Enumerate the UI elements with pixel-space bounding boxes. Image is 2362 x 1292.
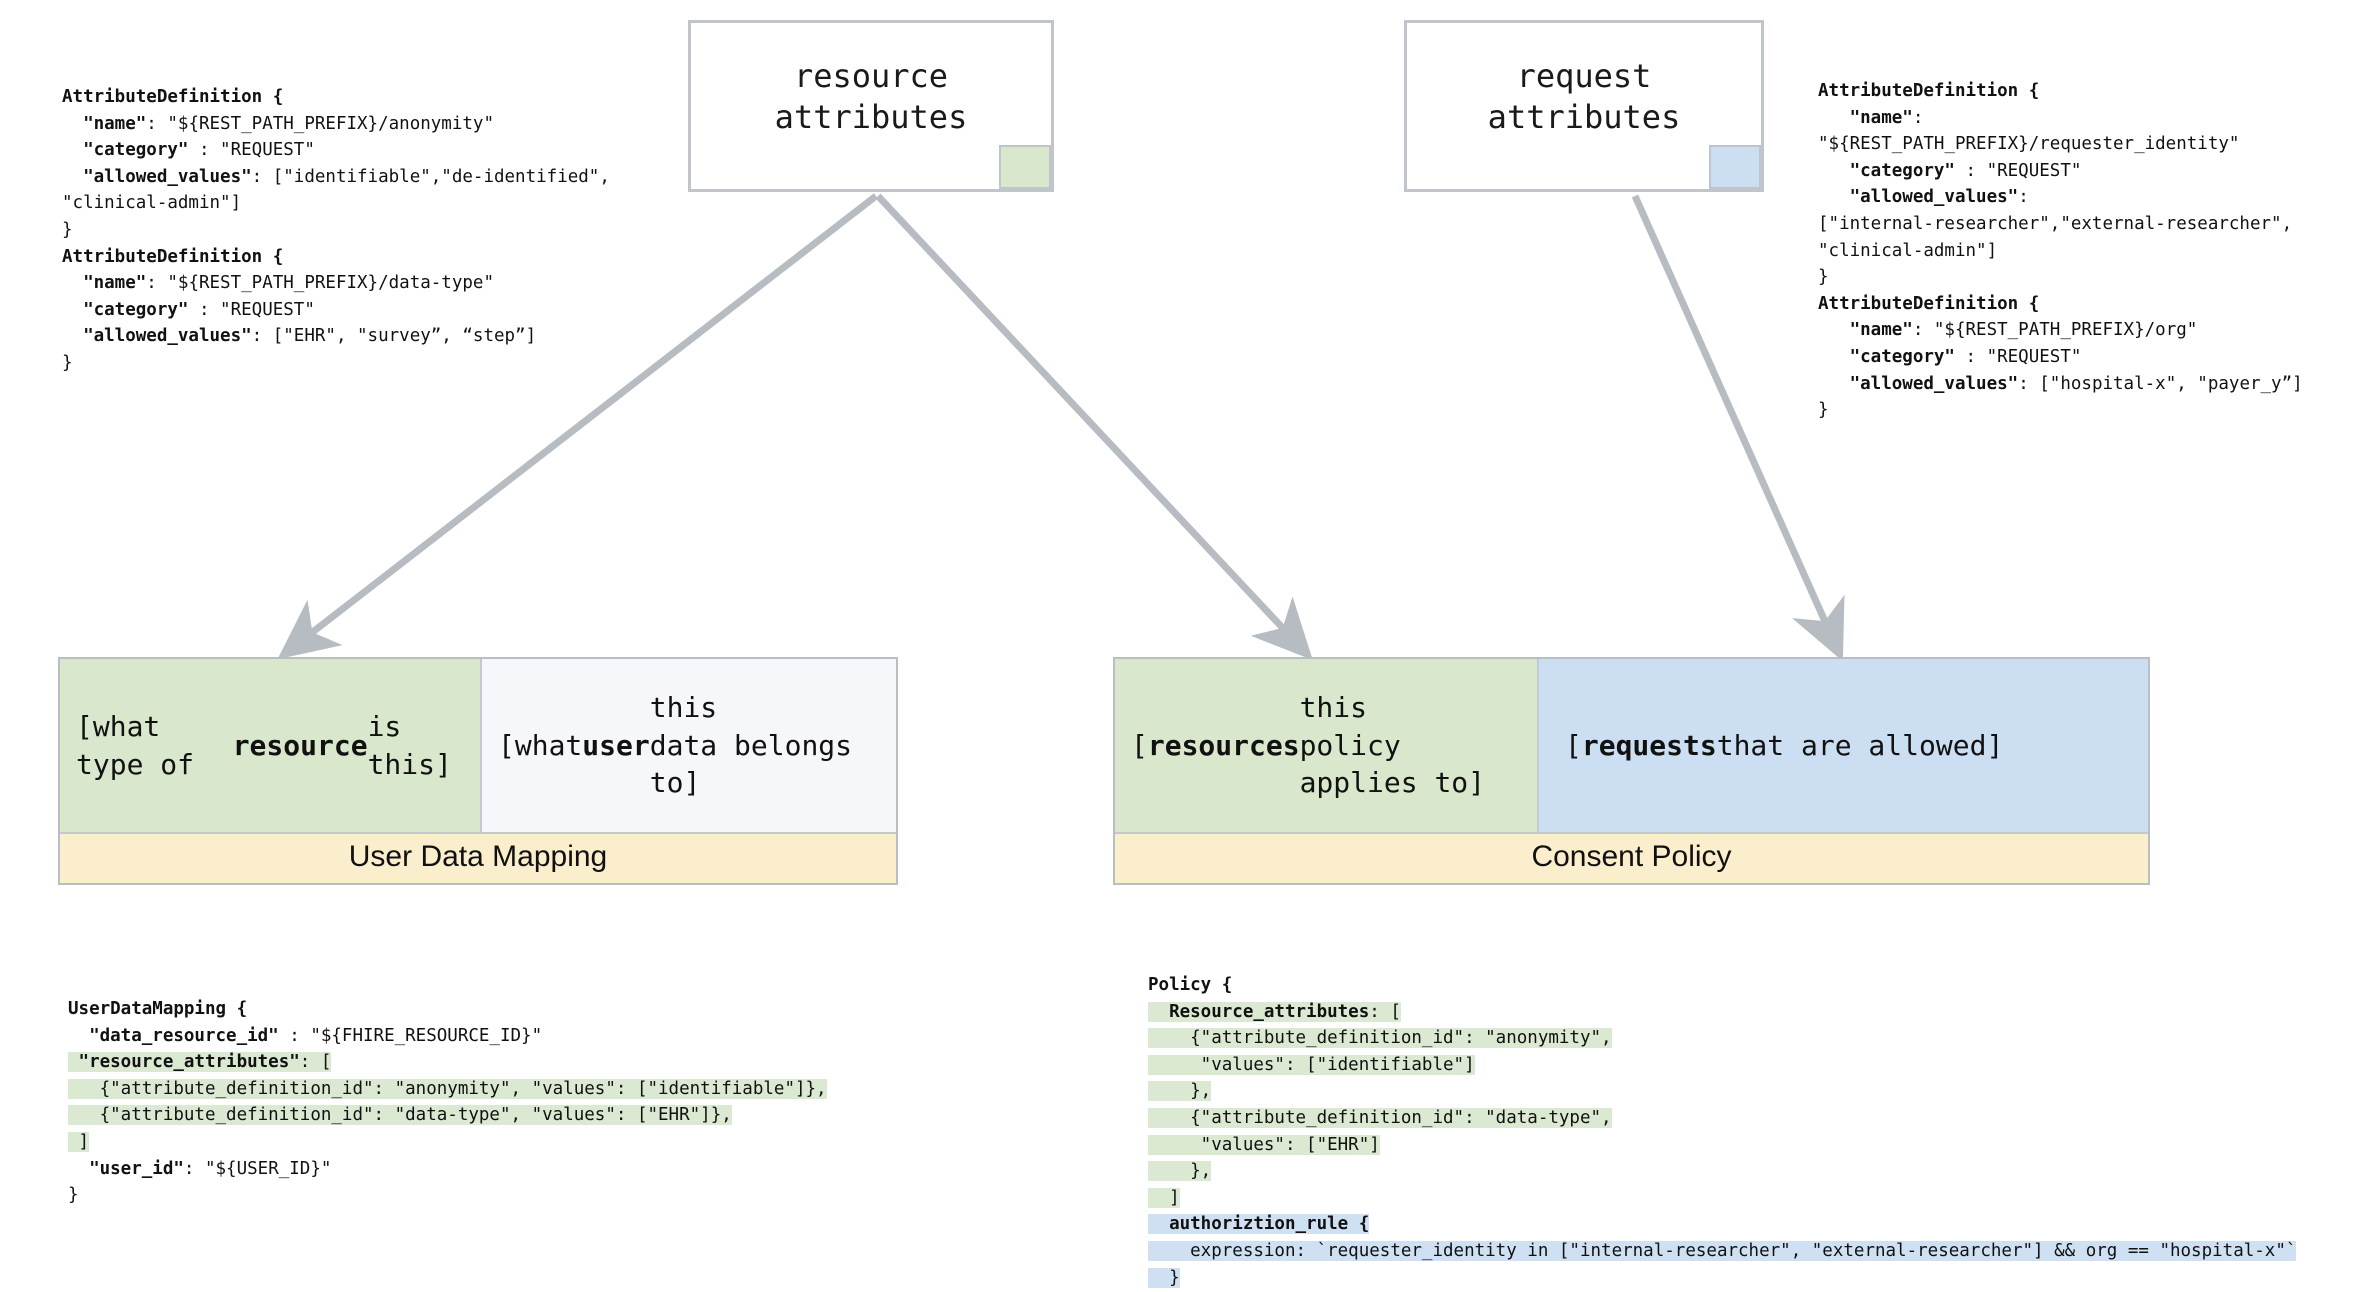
attribute-definitions-right-code: AttributeDefinition { "name": "${REST_PAT… bbox=[1818, 78, 2303, 424]
code-line: "clinical-admin"] bbox=[62, 193, 242, 214]
code-line: {"attribute_definition_id": "anonymity", bbox=[1148, 1028, 1612, 1049]
code-line: "name": bbox=[1818, 107, 1924, 128]
code-line: AttributeDefinition { bbox=[62, 246, 284, 267]
arrow-request-to-consent-policy bbox=[1631, 194, 1845, 662]
code-line: UserDataMapping { bbox=[68, 999, 248, 1019]
code-line: ["internal-researcher","external-researc… bbox=[1818, 213, 2293, 234]
code-line: }, bbox=[1148, 1161, 1212, 1182]
code-line: AttributeDefinition { bbox=[62, 87, 284, 107]
request-attributes-color-tab bbox=[1709, 145, 1761, 189]
arrow-resource-to-consent-policy bbox=[875, 193, 1313, 661]
code-line: "values": ["EHR"] bbox=[1148, 1134, 1380, 1155]
code-line: "allowed_values": ["hospital-x", "payer_… bbox=[1818, 373, 2303, 394]
code-line: "name": "${REST_PATH_PREFIX}/anonymity" bbox=[62, 113, 494, 134]
user-data-mapping-code: UserDataMapping { "data_resource_id" : "… bbox=[68, 996, 827, 1209]
code-line: "values": ["identifiable"] bbox=[1148, 1054, 1475, 1075]
code-line: } bbox=[62, 352, 73, 373]
code-line: } bbox=[68, 1185, 79, 1206]
code-line: } bbox=[1818, 400, 1829, 421]
code-line: Policy { bbox=[1148, 975, 1233, 995]
attribute-definitions-left-code: AttributeDefinition { "name": "${REST_PA… bbox=[62, 84, 610, 377]
code-line: }, bbox=[1148, 1081, 1212, 1102]
code-line: "clinical-admin"] bbox=[1818, 240, 1998, 261]
code-line: ] bbox=[68, 1131, 90, 1152]
code-line: "category" : "REQUEST" bbox=[62, 140, 315, 161]
code-line: {"attribute_definition_id": "anonymity",… bbox=[68, 1078, 827, 1099]
code-line: {"attribute_definition_id": "data-type", bbox=[1148, 1107, 1612, 1128]
code-line: "name": "${REST_PATH_PREFIX}/data-type" bbox=[62, 273, 494, 294]
code-line: "allowed_values": bbox=[1818, 187, 2029, 208]
code-line: "user_id": "${USER_ID}" bbox=[68, 1158, 332, 1179]
resource-attributes-color-tab bbox=[999, 145, 1051, 189]
code-line: "category" : "REQUEST" bbox=[62, 299, 315, 320]
code-line: "category" : "REQUEST" bbox=[1818, 160, 2082, 181]
code-line: } bbox=[62, 219, 73, 240]
code-line: "allowed_values": ["EHR", "survey”, “ste… bbox=[62, 326, 537, 347]
code-line: AttributeDefinition { bbox=[1818, 81, 2040, 101]
code-line: } bbox=[1148, 1267, 1180, 1288]
code-line: "data_resource_id" : "${FHIRE_RESOURCE_I… bbox=[68, 1025, 543, 1046]
request-attributes-label: request attributes bbox=[1487, 57, 1681, 136]
code-line: Resource_attributes: [ bbox=[1148, 1001, 1401, 1022]
code-line: "resource_attributes": [ bbox=[68, 1052, 332, 1073]
code-line: AttributeDefinition { bbox=[1818, 293, 2040, 314]
code-line: "${REST_PATH_PREFIX}/requester_identity" bbox=[1818, 134, 2240, 155]
code-line: "name": "${REST_PATH_PREFIX}/org" bbox=[1818, 320, 2198, 341]
code-line: "allowed_values": ["identifiable","de-id… bbox=[62, 166, 610, 187]
resource-attributes-label: resource attributes bbox=[774, 57, 968, 136]
code-line: authoriztion_rule { bbox=[1148, 1214, 1370, 1235]
resource-attributes-box[interactable]: resource attributes bbox=[688, 20, 1054, 192]
code-line: {"attribute_definition_id": "data-type",… bbox=[68, 1105, 732, 1126]
policy-code: Policy { Resource_attributes: [ {"attrib… bbox=[1148, 972, 2297, 1292]
user-data-mapping-footer-label: User Data Mapping bbox=[60, 832, 896, 883]
code-line: expression: `requester_identity in ["int… bbox=[1148, 1240, 2297, 1261]
code-line: ] bbox=[1148, 1187, 1180, 1208]
code-line: "category" : "REQUEST" bbox=[1818, 346, 2082, 367]
code-line: } bbox=[1818, 267, 1829, 288]
consent-policy-footer-label: Consent Policy bbox=[1115, 832, 2148, 883]
request-attributes-box[interactable]: request attributes bbox=[1404, 20, 1764, 192]
policy-request-cell[interactable]: [requests that are allowed] bbox=[1537, 659, 2148, 832]
